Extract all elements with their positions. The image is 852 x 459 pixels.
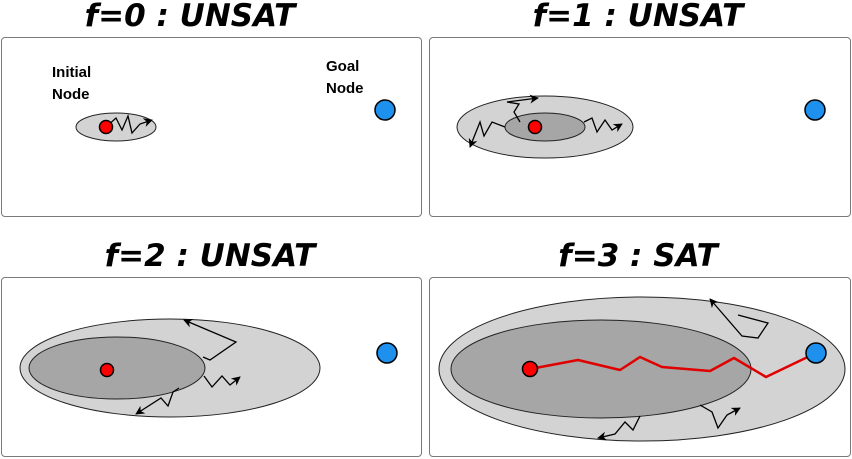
search-path-arrow xyxy=(203,375,241,389)
panel-f3-diagram xyxy=(438,296,846,442)
solution-path xyxy=(529,351,817,379)
search-region-inner xyxy=(28,336,206,400)
goal-node xyxy=(805,342,827,364)
panel-title-f1: f=1 : UNSAT xyxy=(532,0,744,34)
initial-label-line1: Initial xyxy=(52,64,92,81)
initial-node xyxy=(527,119,543,135)
goal-node xyxy=(374,99,396,121)
goal-node xyxy=(376,342,398,364)
search-path-arrow xyxy=(468,119,506,148)
search-path-arrow xyxy=(699,404,741,430)
panel-title-f0: f=0 : UNSAT xyxy=(84,0,296,34)
search-region-outer xyxy=(75,112,157,142)
initial-label-line2: Node xyxy=(52,86,90,103)
initial-node xyxy=(521,360,539,378)
goal-label-line1: Goal xyxy=(326,58,360,75)
initial-node-label: Initial Node xyxy=(52,62,91,106)
initial-node xyxy=(98,119,114,135)
search-path-arrow xyxy=(105,113,153,135)
search-path-arrow xyxy=(583,117,623,134)
panel-f0 xyxy=(1,37,422,217)
search-region-inner xyxy=(450,319,752,419)
search-path-arrow xyxy=(506,94,539,123)
goal-node-label: Goal Node xyxy=(326,56,364,100)
search-path-arrow xyxy=(135,387,180,415)
initial-node xyxy=(99,362,115,378)
panel-title-f3: f=3 : SAT xyxy=(558,238,718,274)
search-path-arrow xyxy=(709,298,770,339)
goal-label-line2: Node xyxy=(326,80,364,97)
search-path-arrow xyxy=(597,415,641,441)
panel-title-f2: f=2 : UNSAT xyxy=(104,238,316,274)
panel-f2-diagram xyxy=(19,318,398,418)
panel-f0-diagram xyxy=(75,99,396,142)
search-path-arrow xyxy=(183,319,238,361)
goal-node xyxy=(804,99,826,121)
panel-f1-diagram xyxy=(456,94,826,159)
